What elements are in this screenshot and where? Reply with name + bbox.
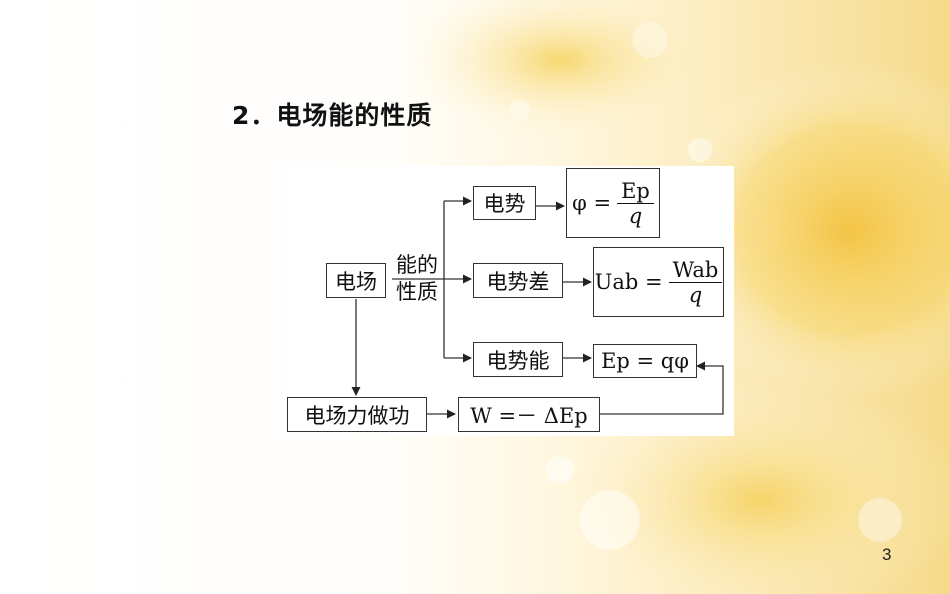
formula-potential: φ = Ep q <box>566 168 660 238</box>
root-node: 电场 <box>326 263 386 298</box>
concept-potential-energy: 电势能 <box>473 342 563 377</box>
formula-numerator: Ep <box>617 179 654 204</box>
formula-fraction: Wab q <box>668 258 723 307</box>
concept-potential: 电势 <box>473 186 536 220</box>
root-label: 电场 <box>335 269 377 294</box>
concept-label: 电势差 <box>486 269 550 294</box>
concept-label: 电势能 <box>486 348 550 373</box>
branch-label-line1: 能的 <box>396 253 438 277</box>
branch-label-line2: 性质 <box>396 280 438 304</box>
diagram-connectors <box>351 196 724 419</box>
formula-numerator: Wab <box>668 258 723 283</box>
concept-label: 电场力做功 <box>304 403 410 428</box>
page-number: 3 <box>882 545 892 564</box>
formula-text: Ep = qφ <box>601 349 689 373</box>
concept-potential-difference: 电势差 <box>473 263 563 298</box>
formula-lhs: Uab = <box>594 270 663 294</box>
formula-fraction: Ep q <box>617 179 654 228</box>
concept-label: 电势 <box>483 192 526 216</box>
formula-lhs: φ = <box>572 191 612 215</box>
branch-label: 能的 性质 <box>392 252 442 306</box>
formula-field-work: W =－ ΔEp <box>458 397 600 432</box>
concept-field-work: 电场力做功 <box>287 397 427 432</box>
formula-potential-energy: Ep = qφ <box>593 344 697 378</box>
formula-denominator: q <box>628 203 643 228</box>
formula-text: W =－ ΔEp <box>470 403 588 428</box>
slide-title: 2．电场能的性质 <box>232 101 433 130</box>
formula-potential-difference: Uab = Wab q <box>593 247 724 317</box>
concept-diagram: 电场 能的 性质 电势 φ = Ep q 电势差 Uab = Wab q 电势能… <box>284 166 734 436</box>
formula-denominator: q <box>688 282 703 307</box>
